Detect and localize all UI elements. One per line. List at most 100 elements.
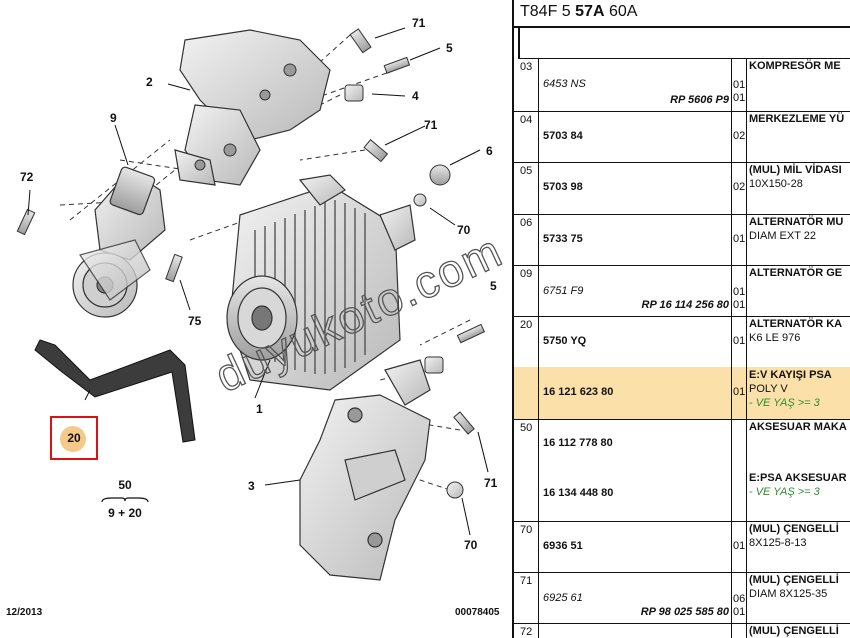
part-reference[interactable]: 5703 98 [543,181,583,193]
part-reference[interactable]: 6936 51 [543,539,583,552]
part-reference[interactable]: 6453 NS [543,78,586,90]
description-line: MERKEZLEME YÜ [749,113,845,125]
diagram-date: 12/2013 [6,607,43,618]
description-line: POLY V [749,383,788,395]
description-line: - VE YAŞ >= 3 [749,397,820,409]
part-reference[interactable]: 16 134 448 80 [543,487,614,499]
kit-components: 9 + 20 [108,506,142,520]
quantity: 02 [733,181,746,193]
header-code-part3: 60A [604,3,638,20]
row-number-cell: 20 [514,316,539,367]
quantity-cell: 01 [732,316,747,367]
part-reference[interactable]: 6751 F9 [543,285,584,297]
description-line: (MUL) ÇENGELLİ [749,574,839,586]
quantity-cell: 01 [732,521,747,572]
description-line: ALTERNATÖR KA [749,318,843,330]
bolts [16,28,486,435]
row-number: 06 [520,217,533,229]
callout-5-top: 5 [446,41,453,55]
quantity-cell [732,419,747,521]
poly-v-belt [34,339,196,443]
reference-cell: 6936 51 [539,521,732,572]
row-number: 04 [520,114,533,126]
quantity-cell: 01 [732,214,747,265]
quantity: 01 [733,79,746,91]
description-cell: ALTERNATÖR GE [747,265,850,316]
part-reference[interactable]: 16 112 778 80 [543,437,613,449]
description-line: AKSESUAR MAKA [749,421,847,433]
callout-70-top: 70 [457,223,471,237]
quantity: 06 [733,593,746,605]
header-code-part2: 57A [575,3,605,20]
row-number-cell: 71 [514,572,539,623]
quantity: 01 [733,299,746,311]
part-reference[interactable]: 5733 75 [543,232,583,245]
row-number-cell: 09 [514,265,539,316]
parts-row[interactable]: 72(MUL) ÇENGELLİ [514,623,850,638]
brace-icon [101,497,149,503]
quantity: 01 [733,386,746,398]
reference-cell [539,623,732,638]
callout-20-label: 20 [67,431,81,445]
row-number: 71 [520,575,533,587]
parts-list-subheader [518,26,850,59]
quantity-cell: 02 [732,162,747,214]
kit-number: 50 [118,478,132,492]
callout-71-low: 71 [484,476,498,490]
callout-4: 4 [412,89,419,103]
reference-cell: 5733 75 [539,214,732,265]
quantity-cell: 02 [732,111,747,162]
description-line: 10X150-28 [749,178,803,190]
part-reference[interactable]: 6925 61 [543,592,583,604]
callout-9: 9 [110,111,117,125]
callout-2: 2 [146,75,153,89]
part-reference[interactable]: RP 16 114 256 80 [641,299,729,311]
reference-cell: 16 112 778 80 16 134 448 80 [539,419,732,521]
part-reference[interactable]: RP 5606 P9 [670,94,729,106]
nuts [413,164,464,499]
callout-72: 72 [20,170,34,184]
row-number: 20 [520,319,533,331]
description-line: KOMPRESÖR ME [749,60,841,72]
part-reference[interactable]: 5703 84 [543,129,583,142]
row-number: 03 [520,61,533,73]
callout-5-mid: 5 [490,279,497,293]
description-line: K6 LE 976 [749,332,801,344]
callout-1: 1 [256,402,263,416]
quantity-cell [732,623,747,638]
exploded-parts-diagram: 71 5 4 2 71 9 6 72 70 75 5 1 3 71 70 [16,16,498,581]
row-number-cell: 05 [514,162,539,214]
reference-cell: 5703 98 [539,162,732,214]
reference-cell: 6751 F9 RP 16 114 256 80 [539,265,732,316]
kit-composition-note: 50 9 + 20 [95,478,155,520]
reference-cell: 6453 NS RP 5606 P9 [539,58,732,111]
part-reference[interactable]: 5750 YQ [543,334,587,347]
row-number-cell [514,367,539,419]
description-line: DIAM EXT 22 [749,230,817,242]
quantity: 01 [733,539,746,552]
highlighted-callout-20[interactable]: 20 [50,416,98,460]
callout-3: 3 [248,479,255,493]
alternator [226,174,431,406]
description-line: 8X125-8-13 [749,537,807,549]
part-reference[interactable]: 16 121 623 80 [543,386,614,398]
quantity: 01 [733,92,746,104]
part-reference[interactable]: RP 98 025 585 80 [640,606,729,618]
description-line: ALTERNATÖR GE [749,267,843,279]
row-number: 05 [520,165,533,177]
